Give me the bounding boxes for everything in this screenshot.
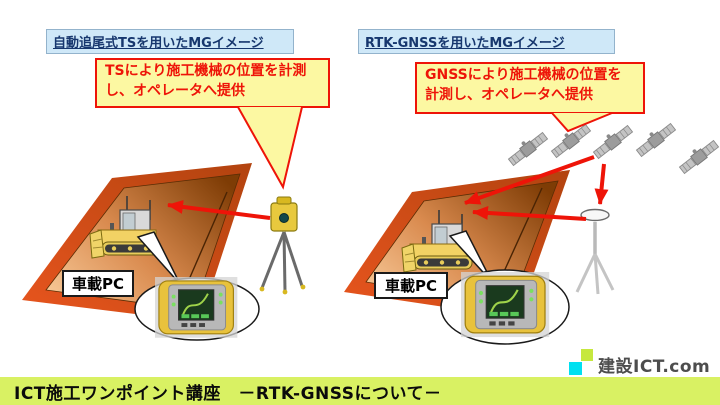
panel-header-ts: 自動追尾式TSを用いたMGイメージ: [46, 29, 294, 54]
footer-title: ICT施工ワンポイント講座 －RTK-GNSSについて－: [14, 383, 442, 404]
satellite-icon: [632, 119, 677, 159]
arrow-rover-to-dozer: [472, 205, 587, 221]
speech-bubble-ts: TSにより施工機械の位置を計測 し、オペレータへ提供: [95, 58, 330, 108]
vehicle-pc-label-left: 車載PC: [62, 270, 134, 297]
gnss-rover-icon: [575, 208, 615, 295]
panel-header-gnss-label: RTK-GNSSを用いたMGイメージ: [365, 36, 565, 51]
satellite-icon: [589, 121, 634, 161]
speech-bubble-gnss-line1: GNSSにより施工機械の位置を: [425, 67, 622, 83]
vehicle-pc-label-right-text: 車載PC: [384, 277, 437, 295]
panel-header-ts-label: 自動追尾式TSを用いたMGイメージ: [53, 36, 264, 51]
vehicle-pc-label-right: 車載PC: [374, 272, 448, 299]
vehicle-pc-label-left-text: 車載PC: [71, 275, 124, 293]
satellite-icon: [504, 128, 549, 168]
speech-bubble-gnss-line2: 計測し、オペレータへ提供: [425, 86, 593, 103]
in-vehicle-pc-image: [154, 276, 239, 339]
arrow-satellite-to-rover: [594, 163, 609, 205]
logo-green-square: [581, 349, 593, 361]
satellite-icon: [675, 136, 720, 176]
in-vehicle-pc-image: [459, 270, 551, 339]
footer-bar: ICT施工ワンポイント講座 －RTK-GNSSについて－: [0, 377, 720, 405]
satellite-icon: [547, 120, 592, 160]
speech-bubble-gnss: GNSSにより施工機械の位置を 計測し、オペレータへ提供: [415, 62, 645, 114]
speech-bubble-ts-line1: TSにより施工機械の位置を計測: [105, 63, 307, 79]
arrow-satellite-to-dozer: [464, 155, 595, 205]
pc-callout-left: [134, 231, 260, 341]
pc-callout-right: [440, 230, 570, 345]
measurement-arrows: [167, 155, 609, 221]
logo-cyan-square: [569, 362, 582, 375]
total-station-icon: [259, 196, 306, 295]
arrow-ts-to-dozer: [167, 199, 271, 220]
site-logo: 建設ICT.com: [598, 357, 711, 377]
speech-bubble-ts-line2: し、オペレータへ提供: [105, 82, 245, 99]
panel-header-gnss: RTK-GNSSを用いたMGイメージ: [358, 29, 615, 54]
satellites: [504, 119, 720, 176]
